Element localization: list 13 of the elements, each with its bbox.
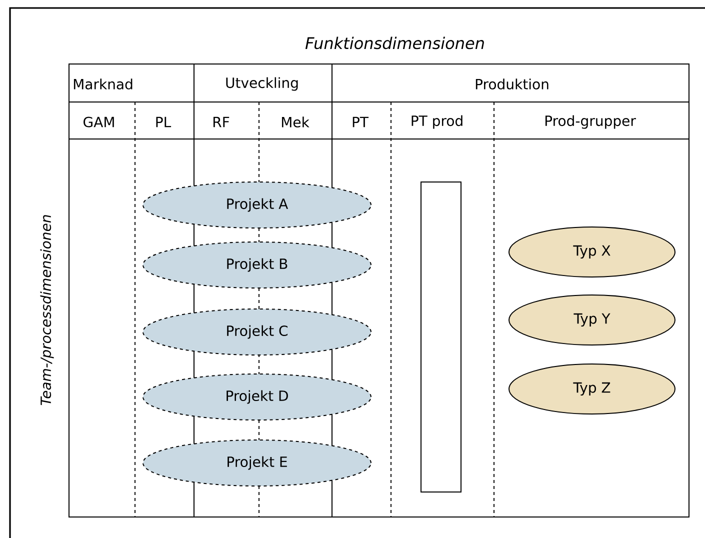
column-header: Mek: [282, 116, 310, 128]
column-header: Produktion: [476, 78, 548, 90]
column-header: Utveckling: [226, 77, 298, 91]
column-header: Prod-grupper: [545, 115, 636, 129]
empty-rectangle: [420, 182, 462, 492]
title: Funktionsdimensionen: [305, 36, 484, 50]
column-header: PT: [352, 116, 369, 128]
column-header: PT prod: [412, 115, 462, 129]
column-header: PL: [156, 116, 172, 128]
column-header: GAM: [84, 116, 114, 128]
column-header: RF: [214, 116, 230, 128]
column-header: Marknad: [74, 78, 132, 90]
axis-label: Team-/processdimensionen: [40, 215, 54, 406]
